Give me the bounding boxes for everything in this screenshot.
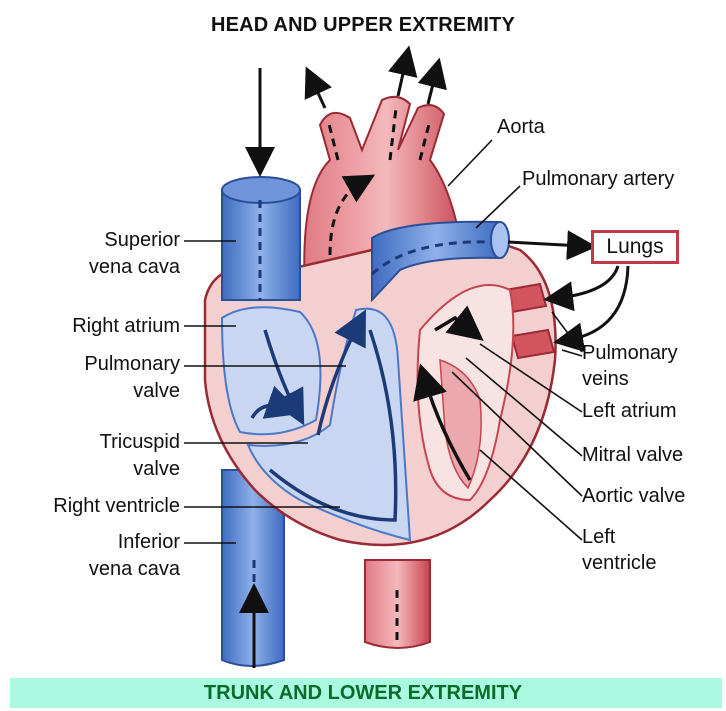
label-pulmonary-valve-line2: valve bbox=[0, 380, 180, 403]
label-superior-vena-cava-line1: Superior bbox=[0, 229, 180, 252]
lungs-to-veins-arrow-2 bbox=[568, 266, 628, 340]
label-pulmonary-valve-line1: Pulmonary bbox=[0, 353, 180, 376]
superior-vena-cava-opening bbox=[222, 177, 300, 203]
pulmonary-artery-to-lungs-arrow bbox=[508, 242, 582, 246]
label-left-ventricle-line2: ventricle bbox=[582, 552, 656, 575]
lungs-box: Lungs bbox=[591, 230, 679, 264]
label-left-atrium: Left atrium bbox=[582, 400, 676, 423]
label-tricuspid-valve-line1: Tricuspid bbox=[0, 431, 180, 454]
label-pulmonary-veins-line1: Pulmonary bbox=[582, 342, 678, 365]
label-right-atrium: Right atrium bbox=[0, 315, 180, 338]
head-output-arrow-3 bbox=[428, 72, 436, 104]
lungs-to-veins-arrow-1 bbox=[558, 266, 618, 298]
right-atrium-chamber bbox=[222, 307, 320, 434]
pulmonary-vein-lower bbox=[512, 330, 554, 358]
label-aortic-valve: Aortic valve bbox=[582, 485, 685, 508]
label-right-ventricle: Right ventricle bbox=[0, 495, 180, 518]
label-tricuspid-valve-line2: valve bbox=[0, 458, 180, 481]
label-lungs: Lungs bbox=[606, 235, 663, 258]
label-mitral-valve: Mitral valve bbox=[582, 444, 683, 467]
label-superior-vena-cava-line2: vena cava bbox=[0, 256, 180, 279]
label-inferior-vena-cava-line2: vena cava bbox=[0, 558, 180, 581]
label-inferior-vena-cava-line1: Inferior bbox=[0, 531, 180, 554]
head-output-arrow-1 bbox=[312, 80, 325, 108]
pulmonary-artery-opening bbox=[491, 222, 509, 258]
title-trunk-lower-extremity: TRUNK AND LOWER EXTREMITY bbox=[0, 682, 726, 705]
label-pulmonary-veins-line2: veins bbox=[582, 368, 629, 391]
head-output-arrow-2 bbox=[398, 60, 406, 96]
label-left-ventricle-line1: Left bbox=[582, 526, 615, 549]
label-aorta: Aorta bbox=[497, 116, 545, 139]
label-pulmonary-artery: Pulmonary artery bbox=[522, 168, 674, 191]
